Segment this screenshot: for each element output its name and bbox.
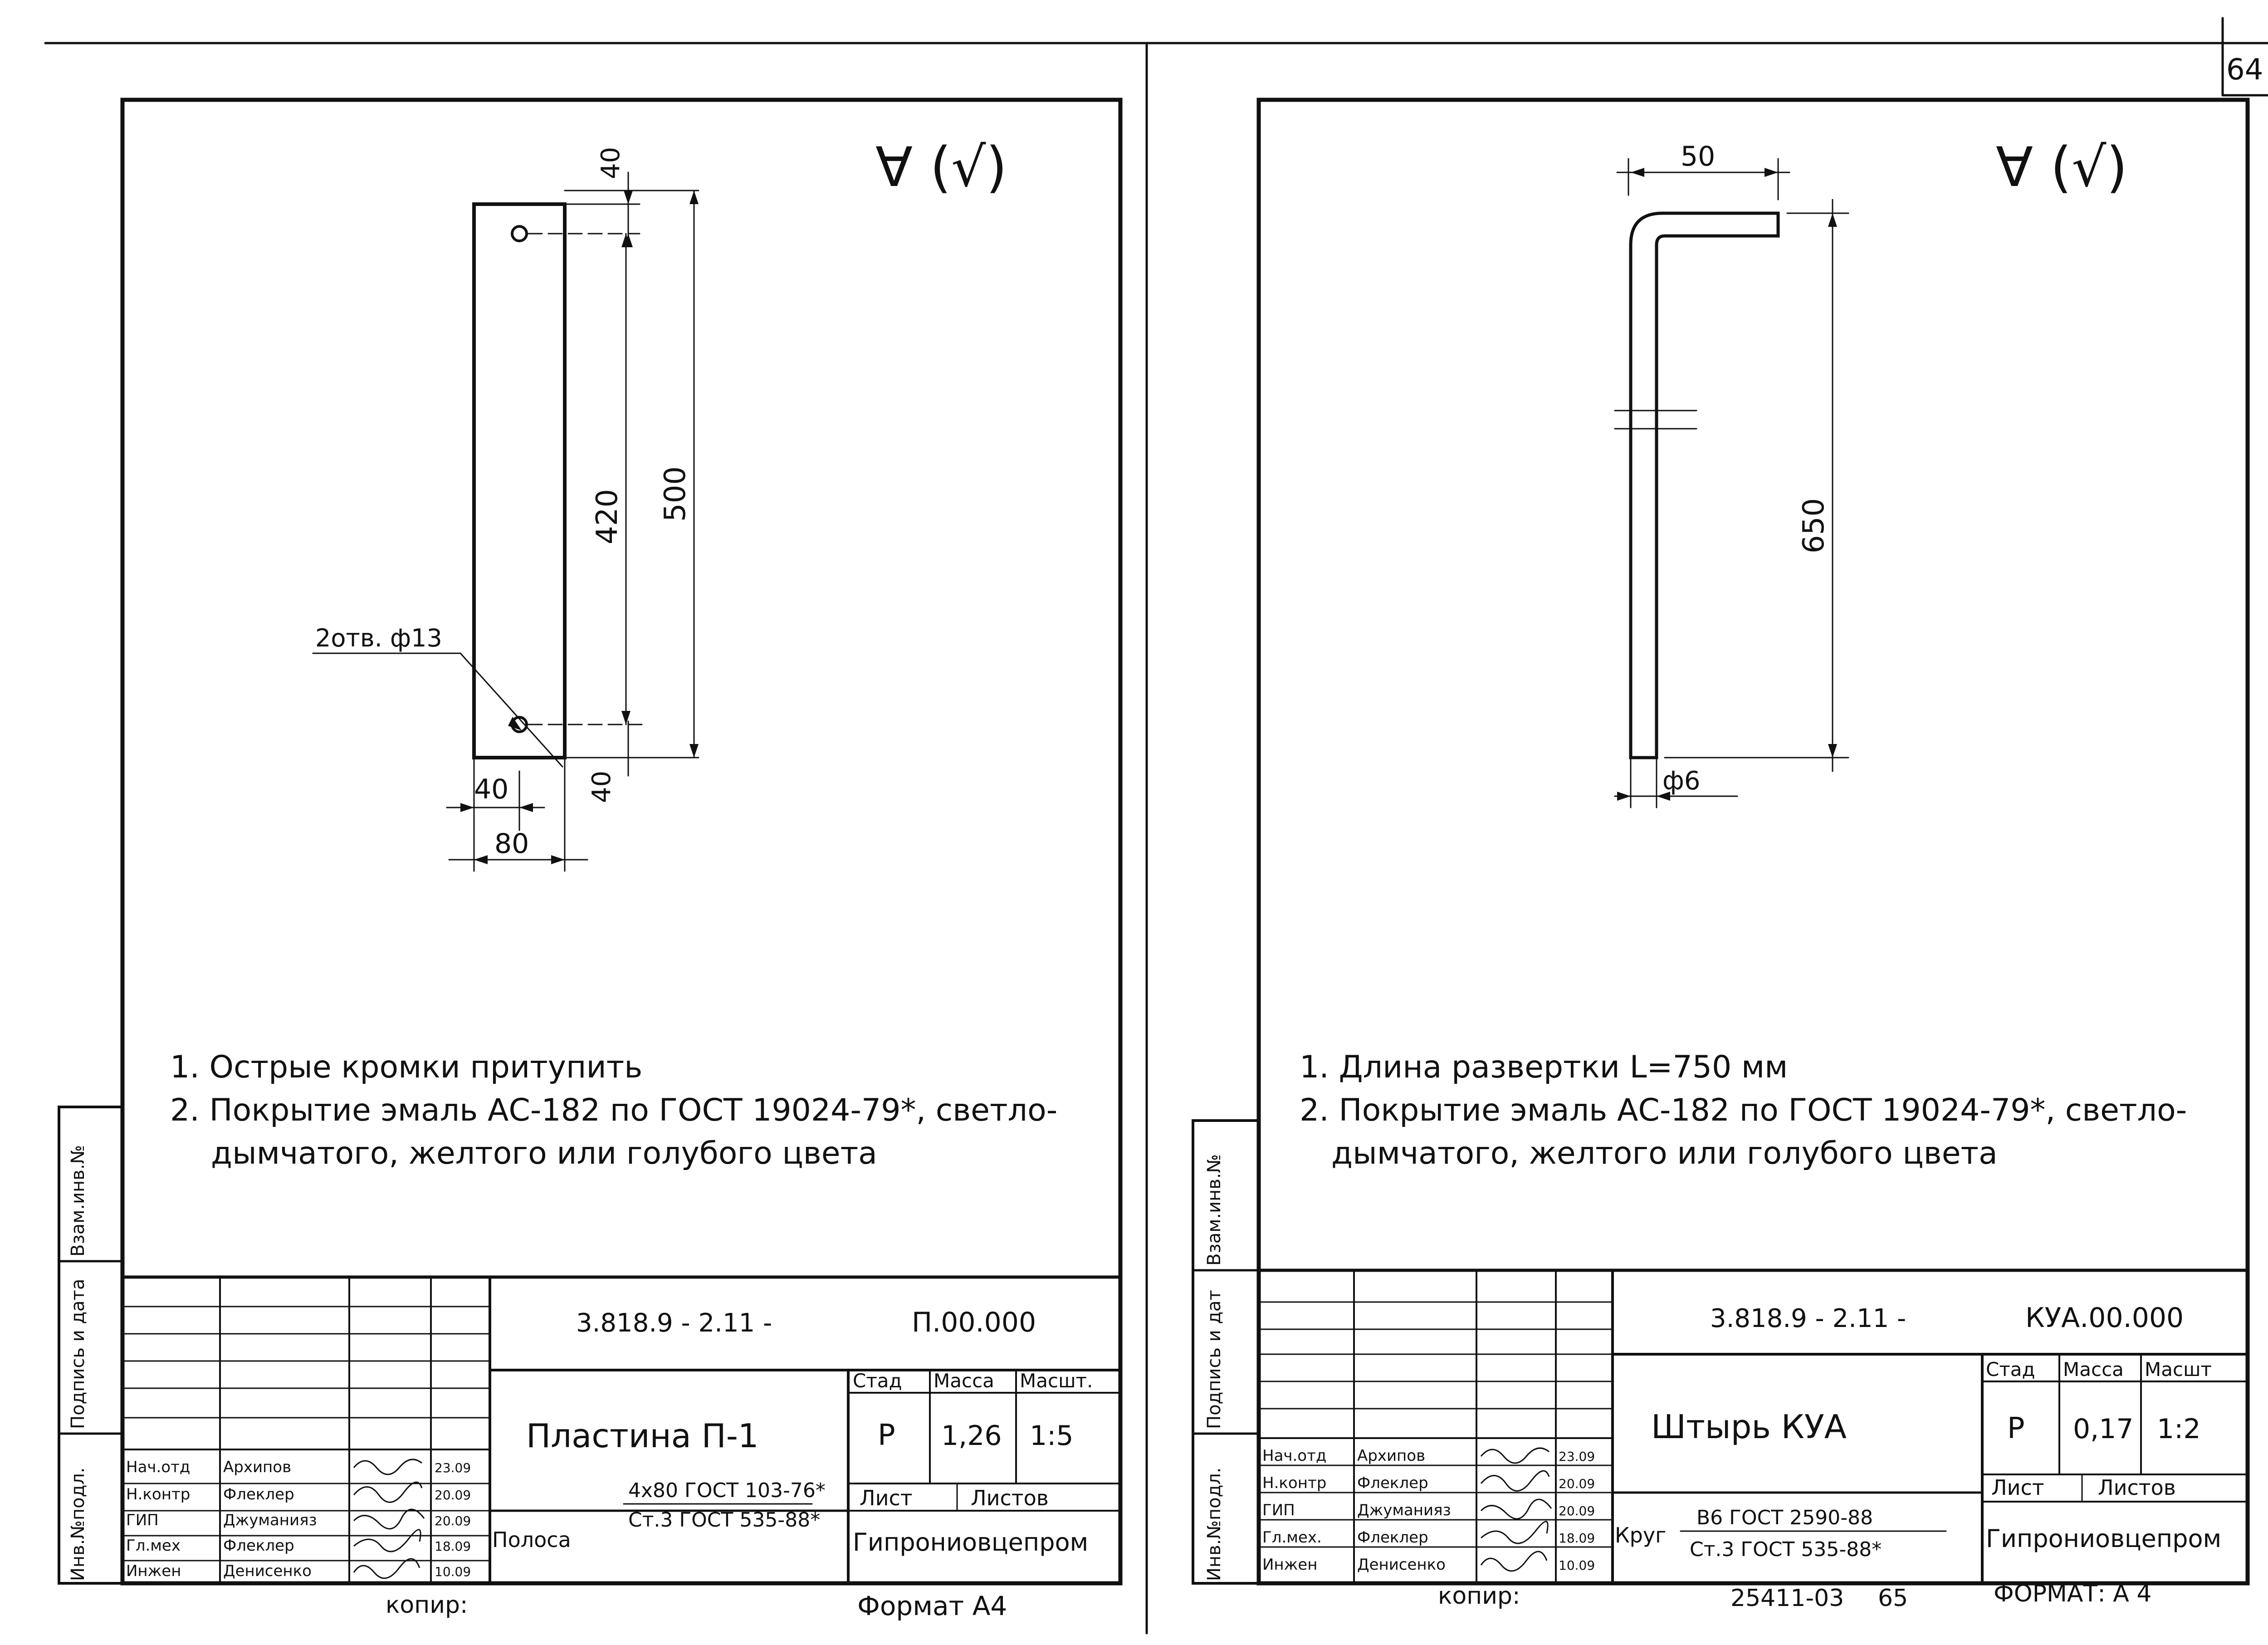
doc-code-suffix-left: П.00.000 [912,1307,1036,1338]
material-prefix-right: Круг [1615,1523,1666,1547]
dim-420: 420 [591,489,624,544]
material-top-right: В6 ГОСТ 2590-88 [1696,1506,1873,1529]
margin-replace-right: Взам.инв.№ [1204,1154,1225,1266]
mass-right: 0,17 [2073,1413,2134,1445]
footer-page: 65 [1878,1585,1908,1612]
margin-inv-right: Инв.№подл. [1204,1467,1225,1581]
material-top-left: 4х80 ГОСТ 103-76* [628,1479,826,1502]
role-3-left: ГИП [126,1511,159,1529]
margin-sign-right: Подпись и дат [1204,1290,1225,1429]
sheets-label-right: Листов [2098,1475,2176,1500]
footer-copy-left: копир: [386,1591,468,1619]
role-5-right: Инжен [1262,1556,1317,1574]
name-1-right: Архипов [1357,1447,1425,1465]
scale-left: 1:5 [1030,1420,1074,1452]
role-4-right: Гл.мех. [1262,1528,1322,1547]
signatures-left [353,1459,425,1579]
doc-code-suffix-right: КУА.00.000 [2025,1302,2184,1334]
role-3-right: ГИП [1262,1501,1295,1519]
head-scale-right: Масшт [2145,1358,2212,1381]
mass-left: 1,26 [941,1420,1002,1452]
hole-note: 2отв. ф13 [315,624,442,652]
name-5-right: Денисенко [1357,1556,1446,1574]
dim-width: 80 [494,828,529,860]
part-name-left: Пластина П-1 [526,1417,759,1455]
roughness-mark-right: ∀ (√) [1996,136,2127,199]
role-1-left: Нач.отд [126,1458,190,1476]
name-2-left: Флеклер [223,1485,294,1503]
roughness-mark-left: ∀ (√) [875,136,1007,199]
date-5-left: 10.09 [435,1564,471,1579]
role-2-right: Н.контр [1262,1474,1326,1492]
name-4-right: Флеклер [1357,1528,1428,1547]
sheet-label-left: Лист [860,1486,913,1510]
note-3-right: дымчатого, желтого или голубого цвета [1331,1136,1998,1171]
name-3-left: Джуманияз [223,1511,317,1529]
dim-diameter: ф6 [1662,766,1701,796]
scale-right: 1:2 [2157,1413,2201,1445]
material-bottom-left: Ст.3 ГОСТ 535-88* [628,1508,820,1532]
stage-right: Р [2007,1412,2025,1445]
name-3-right: Джуманияз [1357,1501,1451,1519]
name-4-left: Флеклер [223,1537,294,1555]
head-stage-left: Стад [853,1370,902,1392]
material-prefix-left: Полоса [492,1528,571,1552]
dim-top-left: 40 [596,147,626,179]
margin-replace-left: Взам.инв.№ [68,1145,88,1257]
org-left: Гипрониовцепром [853,1528,1088,1557]
material-bottom-right: Ст.3 ГОСТ 535-88* [1690,1538,1882,1561]
note-2-right: 2. Покрытие эмаль АС-182 по ГОСТ 19024-7… [1300,1092,2187,1128]
head-scale-left: Масшт. [1020,1370,1093,1392]
dim-500: 500 [659,466,692,522]
margin-sign-left: Подпись и дата [68,1279,88,1429]
date-4-right: 18.09 [1559,1531,1595,1546]
sheet-label-right: Лист [1991,1475,2044,1500]
date-2-left: 20.09 [435,1488,471,1503]
name-5-left: Денисенко [223,1562,312,1580]
footer-copy-right: копир: [1438,1582,1520,1610]
doc-code-left: 3.818.9 - 2.11 - [576,1308,772,1338]
doc-code-right: 3.818.9 - 2.11 - [1710,1304,1906,1333]
note-2-left: 2. Покрытие эмаль АС-182 по ГОСТ 19024-7… [170,1092,1057,1128]
date-4-left: 18.09 [435,1539,471,1554]
head-mass-left: Масса [934,1370,994,1392]
note-3-left: дымчатого, желтого или голубого цвета [211,1136,877,1171]
dim-bottom-left: 40 [587,771,616,803]
name-2-right: Флеклер [1357,1474,1428,1492]
dim-hole-offset: 40 [474,774,508,805]
date-1-right: 23.09 [1559,1449,1595,1464]
role-1-right: Нач.отд [1262,1447,1326,1465]
role-2-left: Н.контр [126,1485,190,1503]
margin-inv-left: Инв.№подл. [68,1467,88,1581]
dim-650: 650 [1797,498,1831,553]
footer-format-left: Формат А4 [857,1591,1007,1621]
date-2-right: 20.09 [1559,1476,1595,1491]
stage-left: Р [878,1419,895,1452]
head-mass-right: Масса [2063,1358,2124,1381]
sheets-label-left: Листов [971,1486,1049,1510]
role-4-left: Гл.мех [126,1537,181,1555]
head-stage-right: Стад [1986,1358,2035,1381]
date-5-right: 10.09 [1559,1558,1595,1573]
org-right: Гипрониовцепром [1986,1524,2221,1553]
note-1-right: 1. Длина развертки L=750 мм [1300,1049,1788,1085]
role-5-left: Инжен [126,1562,181,1580]
page-number: 64 [2226,53,2263,87]
date-1-left: 23.09 [435,1460,471,1475]
footer-format-right: ФОРМАТ: А 4 [1994,1580,2152,1607]
dim-top-right: 50 [1681,141,1715,172]
footer-number: 25411-03 [1730,1585,1844,1612]
part-name-right: Штырь КУА [1651,1408,1847,1446]
signatures-right [1480,1447,1552,1572]
name-1-left: Архипов [223,1458,291,1476]
date-3-right: 20.09 [1559,1503,1595,1518]
note-1-left: 1. Острые кромки притупить [170,1049,642,1085]
date-3-left: 20.09 [435,1513,471,1528]
